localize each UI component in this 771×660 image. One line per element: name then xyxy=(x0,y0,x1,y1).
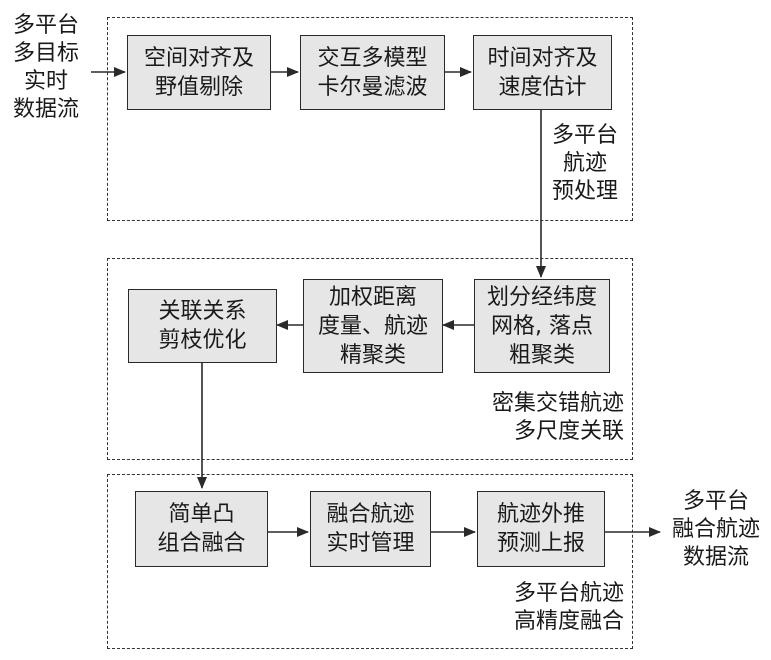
box-line: 加权距离 xyxy=(328,284,417,310)
input-line: 多平台 xyxy=(12,13,79,38)
box-line: 融合航迹 xyxy=(326,502,415,527)
box-line: 速度估计 xyxy=(498,74,587,100)
box-line: 精聚类 xyxy=(339,342,406,368)
box-line: 组合融合 xyxy=(157,531,246,556)
box-line: 预测上报 xyxy=(496,531,585,556)
box-line: 时间对齐及 xyxy=(487,45,598,71)
box-line: 空间对齐及 xyxy=(143,45,254,71)
stage-preprocess-label: 多平台 航迹 预处理 xyxy=(545,122,625,206)
box-line: 度量、航迹 xyxy=(317,313,428,339)
stage-label-line: 高精度融合 xyxy=(513,609,624,634)
stage-fusion-label: 多平台航迹 高精度融合 xyxy=(470,580,624,636)
stage-association xyxy=(107,258,633,460)
box-convex-combination: 简单凸 组合融合 xyxy=(135,491,268,567)
input-line: 数据流 xyxy=(12,97,79,122)
box-prune-optimize: 关联关系 剪枝优化 xyxy=(128,289,277,363)
box-line: 剪枝优化 xyxy=(158,328,247,353)
box-line: 交互多模型 xyxy=(317,45,428,71)
input-line: 实时 xyxy=(23,69,68,94)
stage-label-line: 多平台 xyxy=(551,123,618,148)
stage-label-line: 多尺度关联 xyxy=(513,419,624,444)
box-line: 网格, 落点 xyxy=(491,313,593,339)
box-line: 划分经纬度 xyxy=(486,284,597,310)
stage-label-line: 密集交错航迹 xyxy=(491,391,624,416)
box-track-management: 融合航迹 实时管理 xyxy=(310,491,431,567)
output-label: 多平台 融合航迹 数据流 xyxy=(664,488,768,572)
box-line: 简单凸 xyxy=(168,502,235,527)
stage-label-line: 预处理 xyxy=(551,179,618,204)
stage-association-label: 密集交错航迹 多尺度关联 xyxy=(460,390,624,446)
input-line: 多目标 xyxy=(12,41,79,66)
stage-preprocess xyxy=(107,17,633,221)
box-spatial-align: 空间对齐及 野值剔除 xyxy=(127,35,271,110)
box-imm-kalman: 交互多模型 卡尔曼滤波 xyxy=(300,35,445,110)
box-grid-cluster: 划分经纬度 网格, 落点 粗聚类 xyxy=(474,279,610,373)
box-line: 实时管理 xyxy=(326,531,415,556)
box-line: 粗聚类 xyxy=(508,342,575,368)
stage-fusion xyxy=(107,474,633,649)
input-label: 多平台 多目标 实时 数据流 xyxy=(4,12,88,124)
box-weighted-cluster: 加权距离 度量、航迹 精聚类 xyxy=(303,279,443,373)
stage-label-line: 多平台航迹 xyxy=(513,581,624,606)
output-line: 多平台 xyxy=(682,489,749,514)
stage-label-line: 航迹 xyxy=(562,151,607,176)
box-line: 关联关系 xyxy=(158,299,247,324)
box-extrapolate-report: 航迹外推 预测上报 xyxy=(477,491,605,567)
output-line: 数据流 xyxy=(682,545,749,570)
box-line: 野值剔除 xyxy=(154,74,243,100)
box-line: 航迹外推 xyxy=(496,502,585,527)
output-line: 融合航迹 xyxy=(671,517,760,542)
box-line: 卡尔曼滤波 xyxy=(317,74,428,100)
box-time-align: 时间对齐及 速度估计 xyxy=(473,35,612,110)
